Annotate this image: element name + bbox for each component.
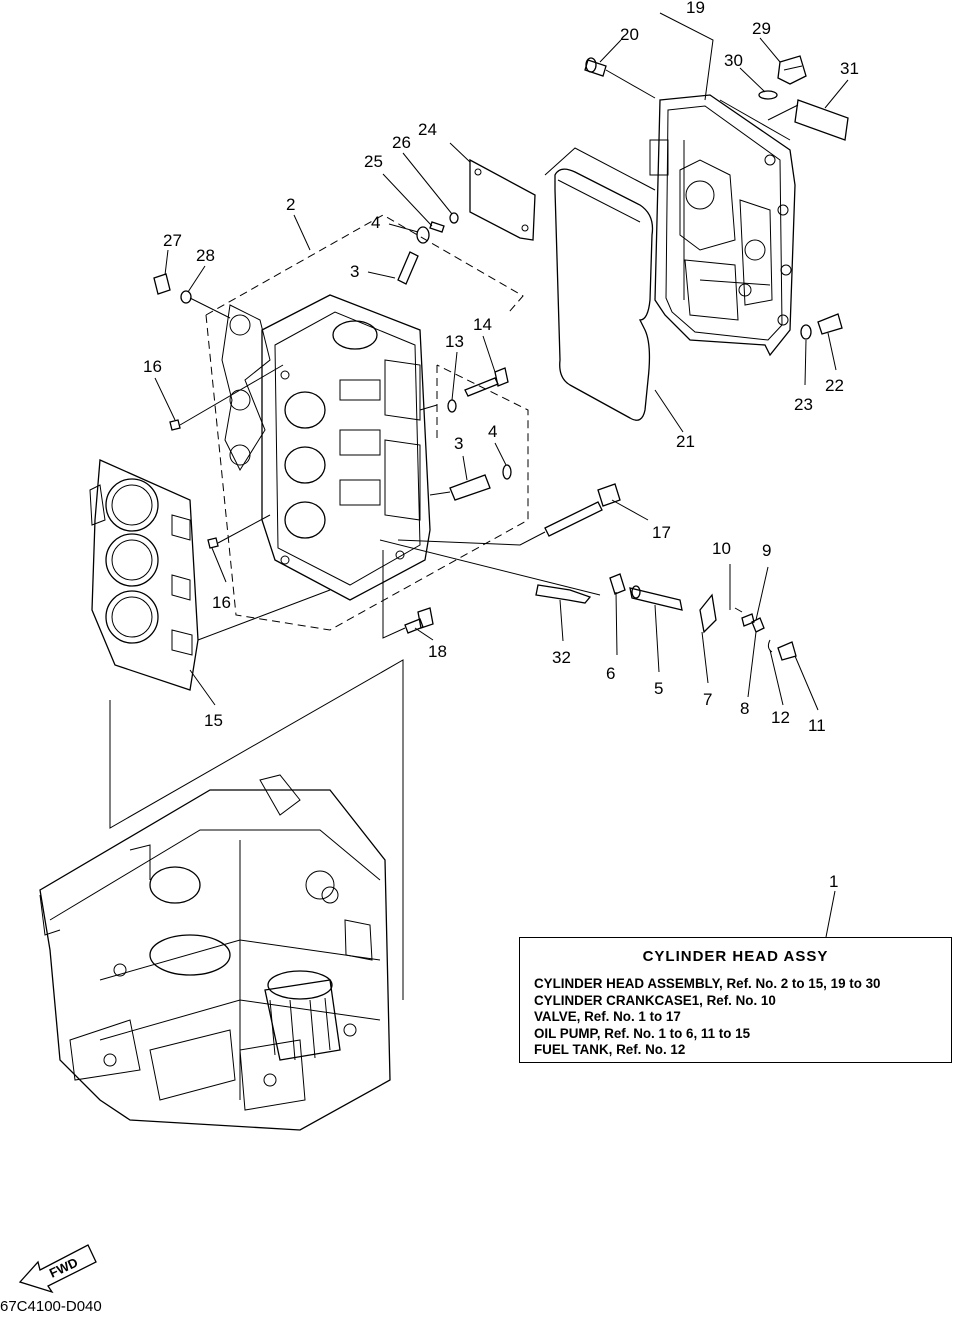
fwd-label: FWD (47, 1255, 80, 1281)
bolt-part-20 (584, 57, 656, 99)
callout-24: 24 (418, 120, 437, 139)
callout-23: 23 (794, 395, 813, 414)
callout-15: 15 (204, 711, 223, 730)
callout-13: 13 (445, 332, 464, 351)
assembly-line: CYLINDER HEAD ASSEMBLY, Ref. No. 2 to 15… (534, 976, 881, 991)
callout-29: 29 (752, 19, 771, 38)
callout-9: 9 (762, 541, 771, 560)
oil-cap-part-29 (777, 55, 807, 85)
fwd-arrow-icon: FWD (18, 1244, 97, 1294)
head-gasket-part-15 (89, 459, 199, 691)
callout-14: 14 (473, 315, 492, 334)
gasket-part-21 (554, 168, 654, 421)
callout-5: 5 (654, 679, 663, 698)
assembly-title: CYLINDER HEAD ASSY (642, 948, 829, 965)
callout-26: 26 (392, 133, 411, 152)
callout-20: 20 (620, 25, 639, 44)
assembly-line: CYLINDER CRANKCASE1, Ref. No. 10 (534, 992, 776, 1008)
label-part-31 (794, 99, 849, 141)
drawing-id: 67C4100-D040 (0, 1298, 102, 1315)
assembly-line: OIL PUMP, Ref. No. 1 to 6, 11 to 15 (534, 1025, 751, 1041)
cylinder-head-part-2 (221, 294, 431, 601)
callout-19: 19 (686, 0, 705, 17)
callout-25: 25 (364, 152, 383, 171)
assembly-line: FUEL TANK, Ref. No. 12 (534, 1042, 686, 1057)
callout-12: 12 (771, 708, 790, 727)
callout-3-lower: 3 (454, 434, 463, 453)
leader-lines (154, 12, 849, 938)
crankcase-block (39, 774, 391, 1131)
callout-16-lower: 16 (212, 593, 231, 612)
callout-16-upper: 16 (143, 357, 162, 376)
callout-32: 32 (552, 648, 571, 667)
assembly-reference-box: CYLINDER HEAD ASSY CYLINDER HEAD ASSEMBL… (519, 937, 952, 1063)
plate-part-24 (469, 158, 536, 241)
callout-6: 6 (606, 664, 615, 683)
callout-10: 10 (712, 539, 731, 558)
callout-7: 7 (703, 690, 712, 709)
assembly-line: VALVE, Ref. No. 1 to 17 (534, 1009, 681, 1024)
head-cover-part-19 (649, 94, 796, 357)
callout-22: 22 (825, 376, 844, 395)
callout-11: 11 (808, 716, 826, 735)
callout-28: 28 (196, 246, 215, 265)
callout-21: 21 (676, 432, 695, 451)
callout-numbers: 19 20 29 30 31 24 26 25 2 4 3 27 28 16 1… (143, 0, 859, 891)
callout-8: 8 (740, 699, 749, 718)
callout-1: 1 (829, 872, 838, 891)
callout-31: 31 (840, 59, 859, 78)
callout-2: 2 (286, 195, 295, 214)
o-ring-part-30 (758, 90, 778, 100)
callout-27: 27 (163, 231, 182, 250)
callout-30: 30 (724, 51, 743, 70)
callout-18: 18 (428, 642, 447, 661)
callout-3-upper: 3 (350, 262, 359, 281)
callout-4-upper: 4 (371, 213, 380, 232)
callout-17: 17 (652, 523, 671, 542)
callout-4-lower: 4 (488, 422, 497, 441)
